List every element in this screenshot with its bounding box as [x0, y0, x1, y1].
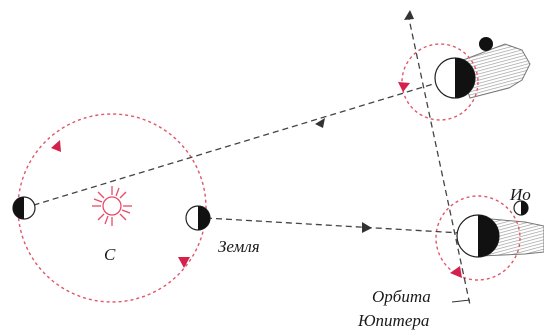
- sun: [92, 186, 132, 226]
- ray-earth-to-jupiter-lower: [205, 217, 479, 235]
- path-arrow-top: [404, 10, 414, 20]
- orbit-label-pointer: [451, 299, 471, 303]
- jupiter-upper: [434, 57, 476, 99]
- io-lower: [513, 200, 529, 216]
- earth-orbit: [17, 113, 207, 303]
- orbit-direction-arrows: [51, 82, 462, 278]
- ray-earth-to-jupiter-upper: [23, 81, 441, 209]
- orbit-arrow-jupiter-upper: [398, 82, 410, 92]
- label-orbit-line2: Юпитера: [357, 311, 429, 330]
- ray-arrow-upper: [315, 118, 325, 128]
- label-io: Ио: [509, 185, 531, 204]
- ray-arrow-lower: [362, 222, 372, 233]
- label-earth: Земля: [218, 237, 260, 256]
- jupiter-orbit-lower: [435, 195, 521, 281]
- jupiter-lower: [456, 214, 500, 258]
- orbit-arrow-jupiter-lower: [450, 266, 462, 278]
- jupiter-shadow-upper: [457, 43, 531, 99]
- orbit-arrow-earth-bottom: [178, 257, 190, 268]
- io-upper: [479, 37, 493, 51]
- label-sun: С: [104, 245, 116, 264]
- jupiter-orbit-upper: [401, 43, 479, 121]
- earth-left: [12, 196, 36, 220]
- orbit-arrow-earth-top: [51, 140, 61, 152]
- jupiter-path-line: [407, 13, 471, 306]
- label-orbit-line1: Орбита: [372, 287, 431, 306]
- earth-right: [185, 205, 211, 231]
